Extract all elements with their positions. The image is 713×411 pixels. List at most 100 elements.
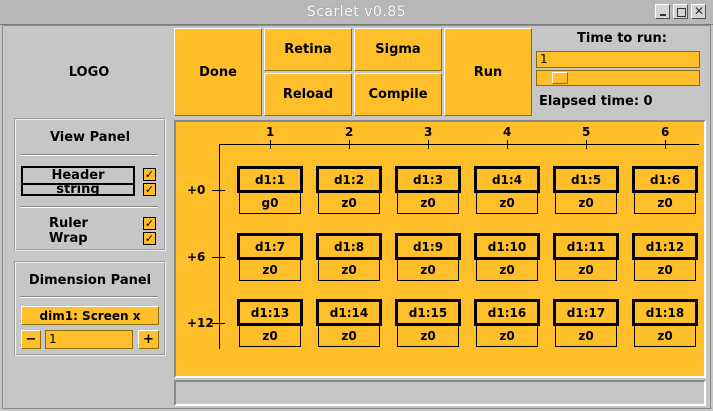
time-to-run-input[interactable]: 1 xyxy=(536,51,700,68)
grid-cell[interactable]: d1:14 z0 xyxy=(316,299,382,347)
grid-cell[interactable]: d1:2 z0 xyxy=(316,166,382,214)
cell-name[interactable]: d1:10 xyxy=(474,233,540,260)
string-toggle-box[interactable]: string xyxy=(21,184,135,196)
cell-name[interactable]: d1:9 xyxy=(395,233,461,260)
cell-value[interactable]: z0 xyxy=(318,193,380,214)
ruler-label: Ruler xyxy=(49,216,88,231)
cell-name[interactable]: d1:16 xyxy=(474,299,540,326)
dimension-select-button[interactable]: dim1: Screen x xyxy=(21,306,159,325)
grid-cell[interactable]: d1:16 z0 xyxy=(474,299,540,347)
cell-value[interactable]: z0 xyxy=(555,260,617,281)
main-window xyxy=(2,25,711,409)
divider xyxy=(20,154,158,156)
cell-value[interactable]: z0 xyxy=(318,326,380,347)
cell-value[interactable]: z0 xyxy=(397,326,459,347)
cell-value[interactable]: z0 xyxy=(634,193,696,214)
cell-value[interactable]: z0 xyxy=(476,193,538,214)
cell-name[interactable]: d1:18 xyxy=(632,299,698,326)
run-button[interactable]: Run xyxy=(444,28,532,116)
column-label: 2 xyxy=(345,125,354,139)
column-tick xyxy=(428,140,429,149)
grid-cell[interactable]: d1:9 z0 xyxy=(395,233,461,281)
cell-name[interactable]: d1:15 xyxy=(395,299,461,326)
cell-value[interactable]: z0 xyxy=(239,260,301,281)
cell-value[interactable]: z0 xyxy=(318,260,380,281)
cell-value[interactable]: z0 xyxy=(476,326,538,347)
grid-cell[interactable]: d1:11 z0 xyxy=(553,233,619,281)
retina-button[interactable]: Retina xyxy=(264,28,352,71)
column-tick xyxy=(349,140,350,149)
cell-name[interactable]: d1:17 xyxy=(553,299,619,326)
window-title: Scarlet v0.85 xyxy=(306,4,407,20)
compile-button[interactable]: Compile xyxy=(354,73,442,116)
grid-cell[interactable]: d1:8 z0 xyxy=(316,233,382,281)
cell-value[interactable]: z0 xyxy=(634,326,696,347)
grid-cell[interactable]: d1:1 g0 xyxy=(237,166,303,214)
header-checkbox[interactable]: ✓ xyxy=(143,168,156,181)
row-label: +0 xyxy=(187,183,206,197)
dimension-value-input[interactable]: 1 xyxy=(45,330,133,349)
cell-value[interactable]: z0 xyxy=(555,326,617,347)
cell-name[interactable]: d1:13 xyxy=(237,299,303,326)
cell-name[interactable]: d1:1 xyxy=(237,166,303,193)
check-icon: ✓ xyxy=(144,232,155,245)
cell-name[interactable]: d1:5 xyxy=(553,166,619,193)
header-toggle-box[interactable]: Header xyxy=(21,166,135,185)
cell-name[interactable]: d1:2 xyxy=(316,166,382,193)
grid-cell[interactable]: d1:3 z0 xyxy=(395,166,461,214)
decrement-button[interactable]: − xyxy=(21,330,41,349)
cell-name[interactable]: d1:8 xyxy=(316,233,382,260)
grid-cell[interactable]: d1:7 z0 xyxy=(237,233,303,281)
row-tick xyxy=(212,190,225,191)
time-to-run-label: Time to run: xyxy=(577,31,668,46)
cell-name[interactable]: d1:14 xyxy=(316,299,382,326)
sigma-button[interactable]: Sigma xyxy=(354,28,442,71)
wrap-checkbox[interactable]: ✓ xyxy=(143,232,156,245)
cell-name[interactable]: d1:12 xyxy=(632,233,698,260)
title-bar[interactable] xyxy=(0,0,713,25)
grid-cell[interactable]: d1:18 z0 xyxy=(632,299,698,347)
reload-button[interactable]: Reload xyxy=(264,73,352,116)
grid-cell[interactable]: d1:12 z0 xyxy=(632,233,698,281)
cell-name[interactable]: d1:6 xyxy=(632,166,698,193)
maximize-button[interactable] xyxy=(673,4,688,19)
cell-name[interactable]: d1:3 xyxy=(395,166,461,193)
column-tick xyxy=(507,140,508,149)
cell-name[interactable]: d1:11 xyxy=(553,233,619,260)
increment-button[interactable]: + xyxy=(138,330,159,349)
cell-value[interactable]: g0 xyxy=(239,193,301,214)
time-to-run-slider[interactable] xyxy=(536,70,700,86)
grid-cell[interactable]: d1:13 z0 xyxy=(237,299,303,347)
done-button[interactable]: Done xyxy=(174,28,262,116)
ruler-checkbox[interactable]: ✓ xyxy=(143,217,156,230)
minimize-button[interactable] xyxy=(655,4,670,19)
column-label: 6 xyxy=(661,125,670,139)
divider xyxy=(20,206,158,208)
grid-cell[interactable]: d1:17 z0 xyxy=(553,299,619,347)
cell-name[interactable]: d1:7 xyxy=(237,233,303,260)
column-tick xyxy=(586,140,587,149)
string-checkbox[interactable]: ✓ xyxy=(143,183,156,196)
cell-value[interactable]: z0 xyxy=(397,260,459,281)
cell-value[interactable]: z0 xyxy=(555,193,617,214)
cell-value[interactable]: z0 xyxy=(476,260,538,281)
close-button[interactable]: ✕ xyxy=(691,4,706,19)
grid-cell[interactable]: d1:6 z0 xyxy=(632,166,698,214)
column-tick xyxy=(665,140,666,149)
grid-cell[interactable]: d1:15 z0 xyxy=(395,299,461,347)
grid-cell[interactable]: d1:5 z0 xyxy=(553,166,619,214)
column-ruler xyxy=(219,144,699,145)
slider-thumb[interactable] xyxy=(552,72,568,84)
grid-cell[interactable]: d1:4 z0 xyxy=(474,166,540,214)
cell-value[interactable]: z0 xyxy=(397,193,459,214)
cell-name[interactable]: d1:4 xyxy=(474,166,540,193)
elapsed-time-label: Elapsed time: 0 xyxy=(539,94,653,109)
grid-cell[interactable]: d1:10 z0 xyxy=(474,233,540,281)
maximize-icon xyxy=(677,8,686,17)
row-tick xyxy=(212,323,225,324)
divider xyxy=(20,296,158,298)
cell-value[interactable]: z0 xyxy=(239,326,301,347)
column-label: 1 xyxy=(266,125,275,139)
cell-value[interactable]: z0 xyxy=(634,260,696,281)
